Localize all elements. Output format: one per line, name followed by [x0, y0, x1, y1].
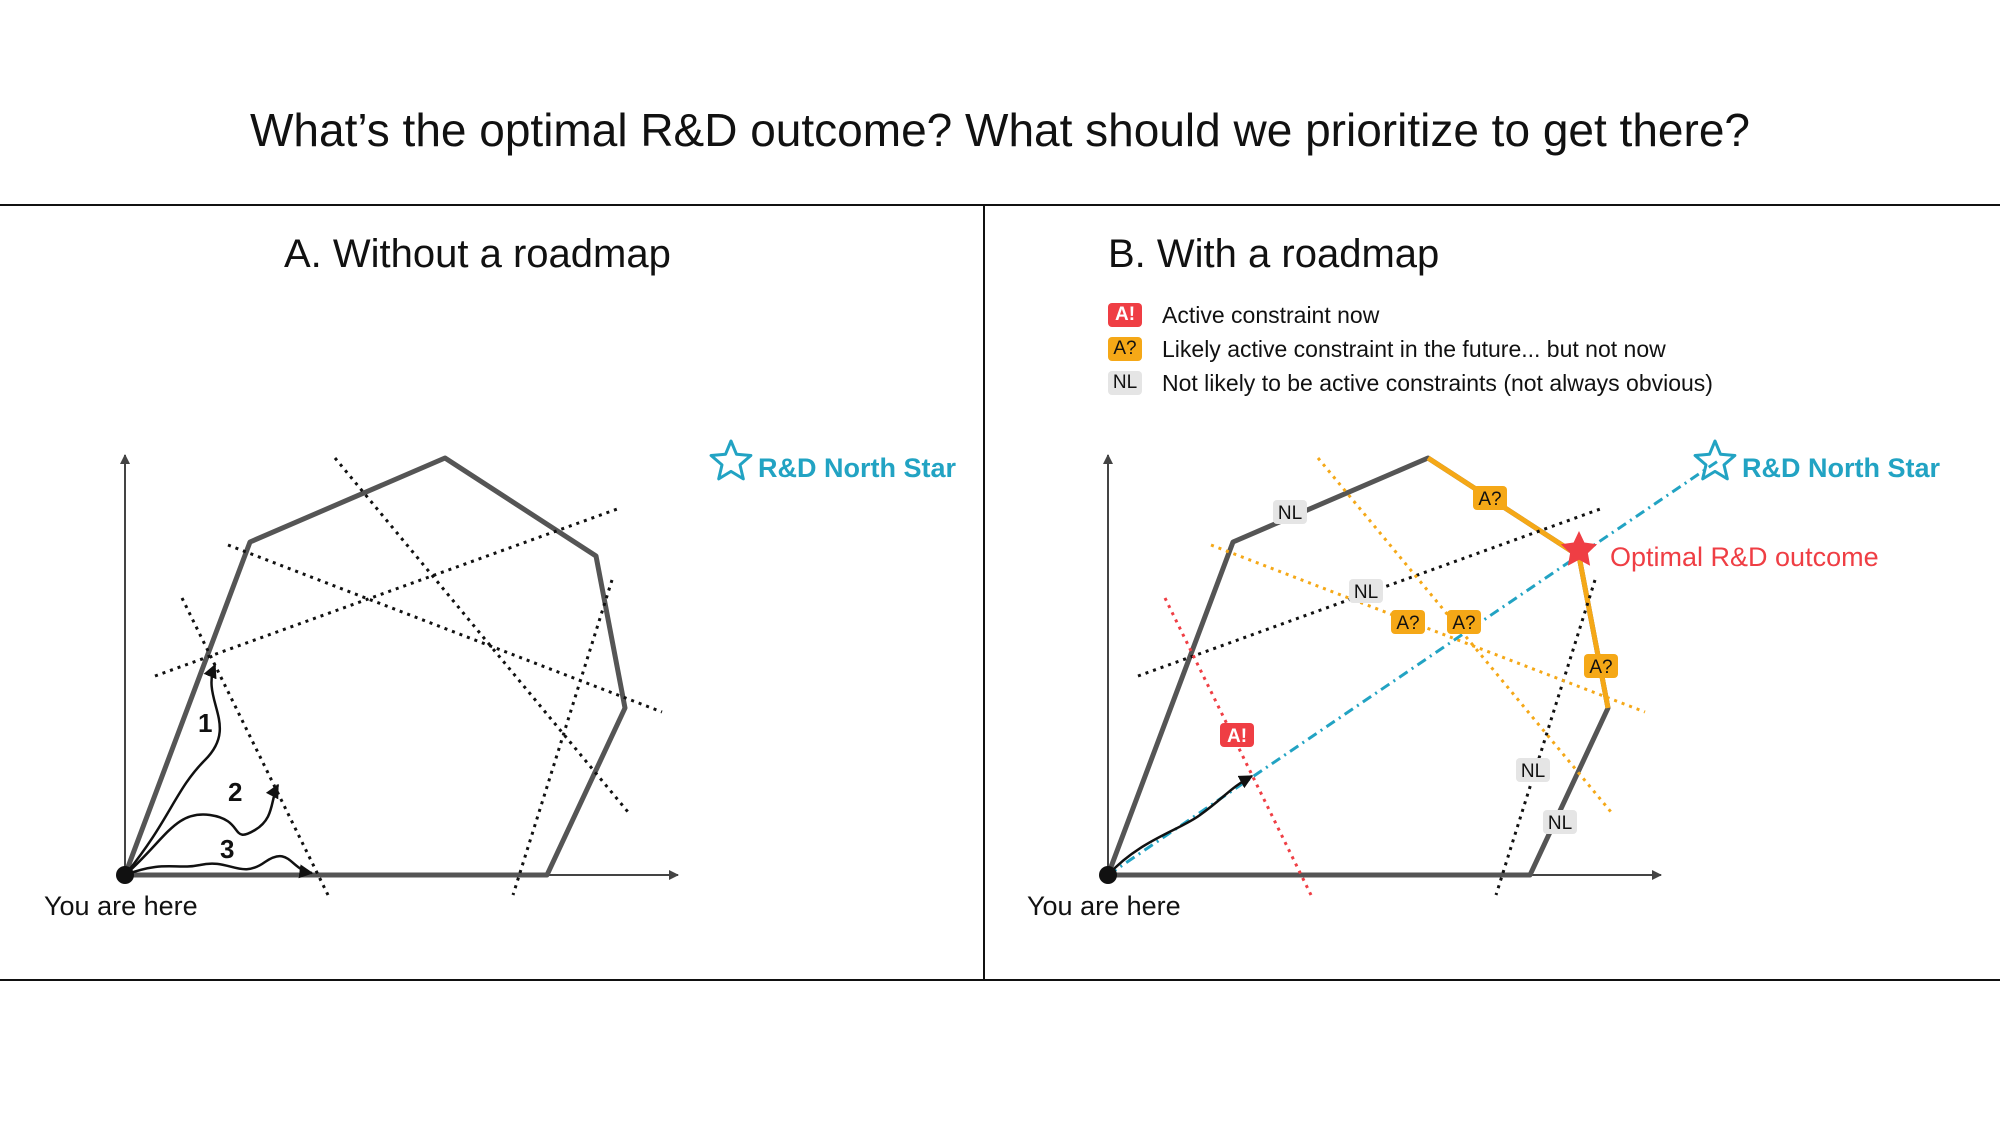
constraint-line — [154, 506, 621, 678]
path-label-2: 2 — [228, 777, 242, 807]
feasible-region — [122, 455, 628, 878]
panel-b-title: B. With a roadmap — [1108, 232, 1440, 276]
tag-future: A? — [1452, 613, 1475, 634]
path-3 — [124, 854, 314, 879]
constraint-line — [1494, 579, 1597, 896]
optimal-star-icon — [1560, 531, 1598, 566]
future-constraint-boundary — [1426, 455, 1611, 709]
tag-future: A? — [1589, 657, 1612, 678]
north-star-label: R&D North Star — [758, 453, 956, 483]
constraint-line — [333, 457, 630, 813]
constraint-line — [1137, 506, 1604, 678]
panel-divider — [983, 205, 985, 981]
constraint-tags: NL A? NL A? A? A? A! NL NL — [1220, 486, 1618, 834]
not-likely-badge: NL — [1108, 371, 1142, 395]
you-are-here-label: You are here — [44, 891, 198, 921]
tag-future: A? — [1396, 613, 1419, 634]
north-star-icon — [1693, 439, 1737, 481]
feasible-region — [1105, 455, 1611, 878]
tag-nl: NL — [1521, 761, 1545, 782]
tag-nl: NL — [1548, 813, 1572, 834]
legend-label: Likely active constraint in the future..… — [1162, 335, 1666, 362]
future-constraints — [1210, 457, 1646, 813]
path-1 — [124, 663, 222, 876]
constraint-line — [1210, 543, 1646, 714]
tag-future: A? — [1478, 489, 1501, 510]
path-2 — [124, 783, 280, 876]
legend-label: Not likely to be active constraints (not… — [1162, 369, 1713, 396]
tag-nl: NL — [1278, 503, 1302, 524]
panel-a-diagram: 1 2 3 You are here R&D North Star — [44, 439, 956, 921]
constraint-lines — [154, 457, 663, 896]
origin-dot — [116, 866, 134, 884]
constraint-line — [180, 597, 330, 896]
random-paths — [124, 663, 314, 879]
legend-item-future: A? Likely active constraint in the futur… — [1108, 332, 1713, 366]
legend-label: Active constraint now — [1162, 301, 1380, 328]
inactive-constraints — [1137, 506, 1604, 896]
panel-b-diagram: You are here Optimal R&D outcome R&D Nor… — [1027, 439, 1940, 921]
constraint-line — [227, 543, 663, 714]
origin-dot — [1099, 866, 1117, 884]
path-label-3: 3 — [220, 834, 234, 864]
north-star-label: R&D North Star — [1742, 453, 1940, 483]
panel-a-title: A. Without a roadmap — [284, 232, 671, 276]
legend: A! Active constraint now A? Likely activ… — [1108, 298, 1713, 400]
legend-item-active-now: A! Active constraint now — [1108, 298, 1713, 332]
optimal-outcome-label: Optimal R&D outcome — [1610, 542, 1879, 572]
page-title: What’s the optimal R&D outcome? What sho… — [250, 104, 1750, 156]
tag-active: A! — [1227, 726, 1247, 747]
north-star-icon — [709, 439, 753, 481]
constraint-line — [511, 579, 614, 896]
tag-nl: NL — [1354, 582, 1378, 603]
path-label-1: 1 — [198, 708, 212, 738]
legend-item-not-likely: NL Not likely to be active constraints (… — [1108, 366, 1713, 400]
you-are-here-label: You are here — [1027, 891, 1181, 921]
future-badge: A? — [1108, 337, 1142, 361]
bottom-divider — [0, 979, 2000, 981]
constraint-line — [1316, 457, 1613, 813]
top-divider — [0, 204, 2000, 206]
active-now-badge: A! — [1108, 303, 1142, 327]
progress-path — [1107, 774, 1254, 876]
north-star-direction — [1107, 459, 1719, 877]
